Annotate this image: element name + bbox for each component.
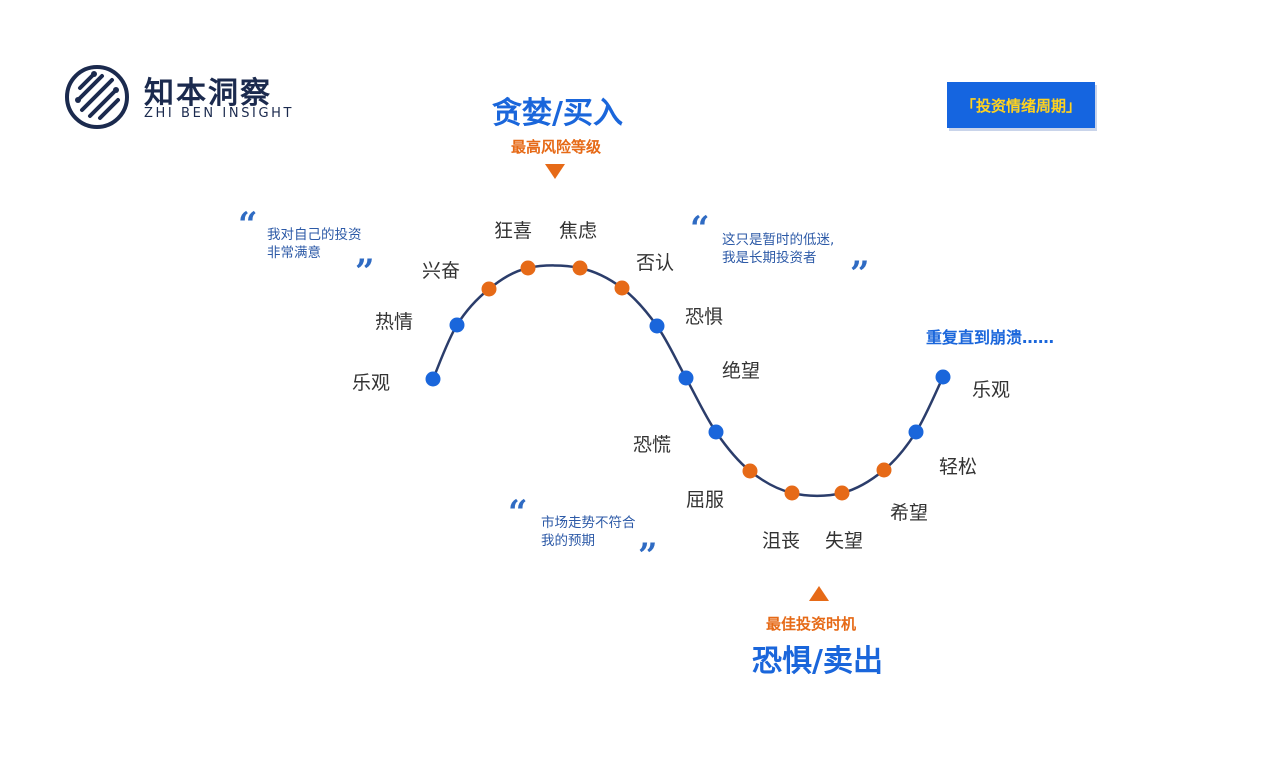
stage-label-panic: 恐慌 [633,434,672,456]
stage-label-relief: 轻松 [939,456,978,478]
stage-label-anxiety: 焦虑 [559,220,598,242]
stage-dot-0 [425,371,441,387]
quote-1-line-1: 我对自己的投资 [267,227,362,243]
peak-title: 贪婪/买入 [492,96,623,131]
stage-dot-13 [908,424,924,440]
stage-dot-4 [572,260,588,276]
stage-label-despondency: 沮丧 [762,530,801,552]
stage-label-enthusiasm: 热情 [375,311,414,333]
stage-dot-14 [935,369,951,385]
quote-2-line-1: 这只是暂时的低迷, [722,232,835,248]
brand-name-en: ZHI BEN INSIGHT [144,106,295,121]
stage-dot-2 [481,281,497,297]
trough-up-arrow-icon [809,586,829,601]
open-quote-icon: “ [508,493,528,533]
quote-3: 市场走势不符合 我的预期 [541,514,636,550]
stage-dot-9 [742,463,758,479]
stage-dot-11 [834,485,850,501]
quote-1: 我对自己的投资 非常满意 [267,226,362,262]
stage-dot-1 [449,317,465,333]
stage-dot-7 [678,370,694,386]
stage-label-capitulation: 屈服 [686,489,725,511]
open-quote-icon: “ [238,205,258,245]
quote-1-line-2: 非常满意 [267,245,321,261]
close-quote-icon: ” [638,536,658,576]
quote-2: 这只是暂时的低迷, 我是长期投资者 [722,231,834,267]
peak-subtitle: 最高风险等级 [511,138,602,156]
brand-name-cn: 知本洞察 [144,76,272,111]
quote-3-line-2: 我的预期 [541,533,595,549]
quote-2-line-2: 我是长期投资者 [722,250,817,266]
stage-dot-10 [784,485,800,501]
logo-emblem-icon [65,65,129,129]
stage-label-excitement: 兴奋 [422,260,461,282]
peak-down-arrow-icon [545,164,565,179]
cycle-title-badge: 「投资情绪周期」 [947,82,1095,128]
stage-label-despair: 绝望 [722,360,761,382]
stage-dot-3 [520,260,536,276]
close-quote-icon: ” [355,252,375,292]
stage-label-disappointment: 失望 [825,530,864,552]
trough-subtitle: 最佳投资时机 [766,615,857,633]
stage-dot-6 [649,318,665,334]
stage-label-optimism-end: 乐观 [972,379,1011,401]
quote-3-line-1: 市场走势不符合 [541,515,636,531]
stage-dot-12 [876,462,892,478]
stage-dot-8 [708,424,724,440]
close-quote-icon: ” [850,254,870,294]
trough-title: 恐惧/卖出 [752,644,883,679]
stage-label-denial: 否认 [636,252,675,274]
stage-label-euphoria: 狂喜 [494,220,533,242]
stage-label-fear: 恐惧 [685,306,724,328]
brand-logo: 知本洞察 ZHI BEN INSIGHT [64,64,324,130]
repeat-note: 重复直到崩溃…… [926,328,1055,347]
stage-dot-5 [614,280,630,296]
open-quote-icon: “ [690,209,710,249]
stage-label-hope: 希望 [890,502,929,524]
stage-label-optimism-start: 乐观 [352,372,391,394]
